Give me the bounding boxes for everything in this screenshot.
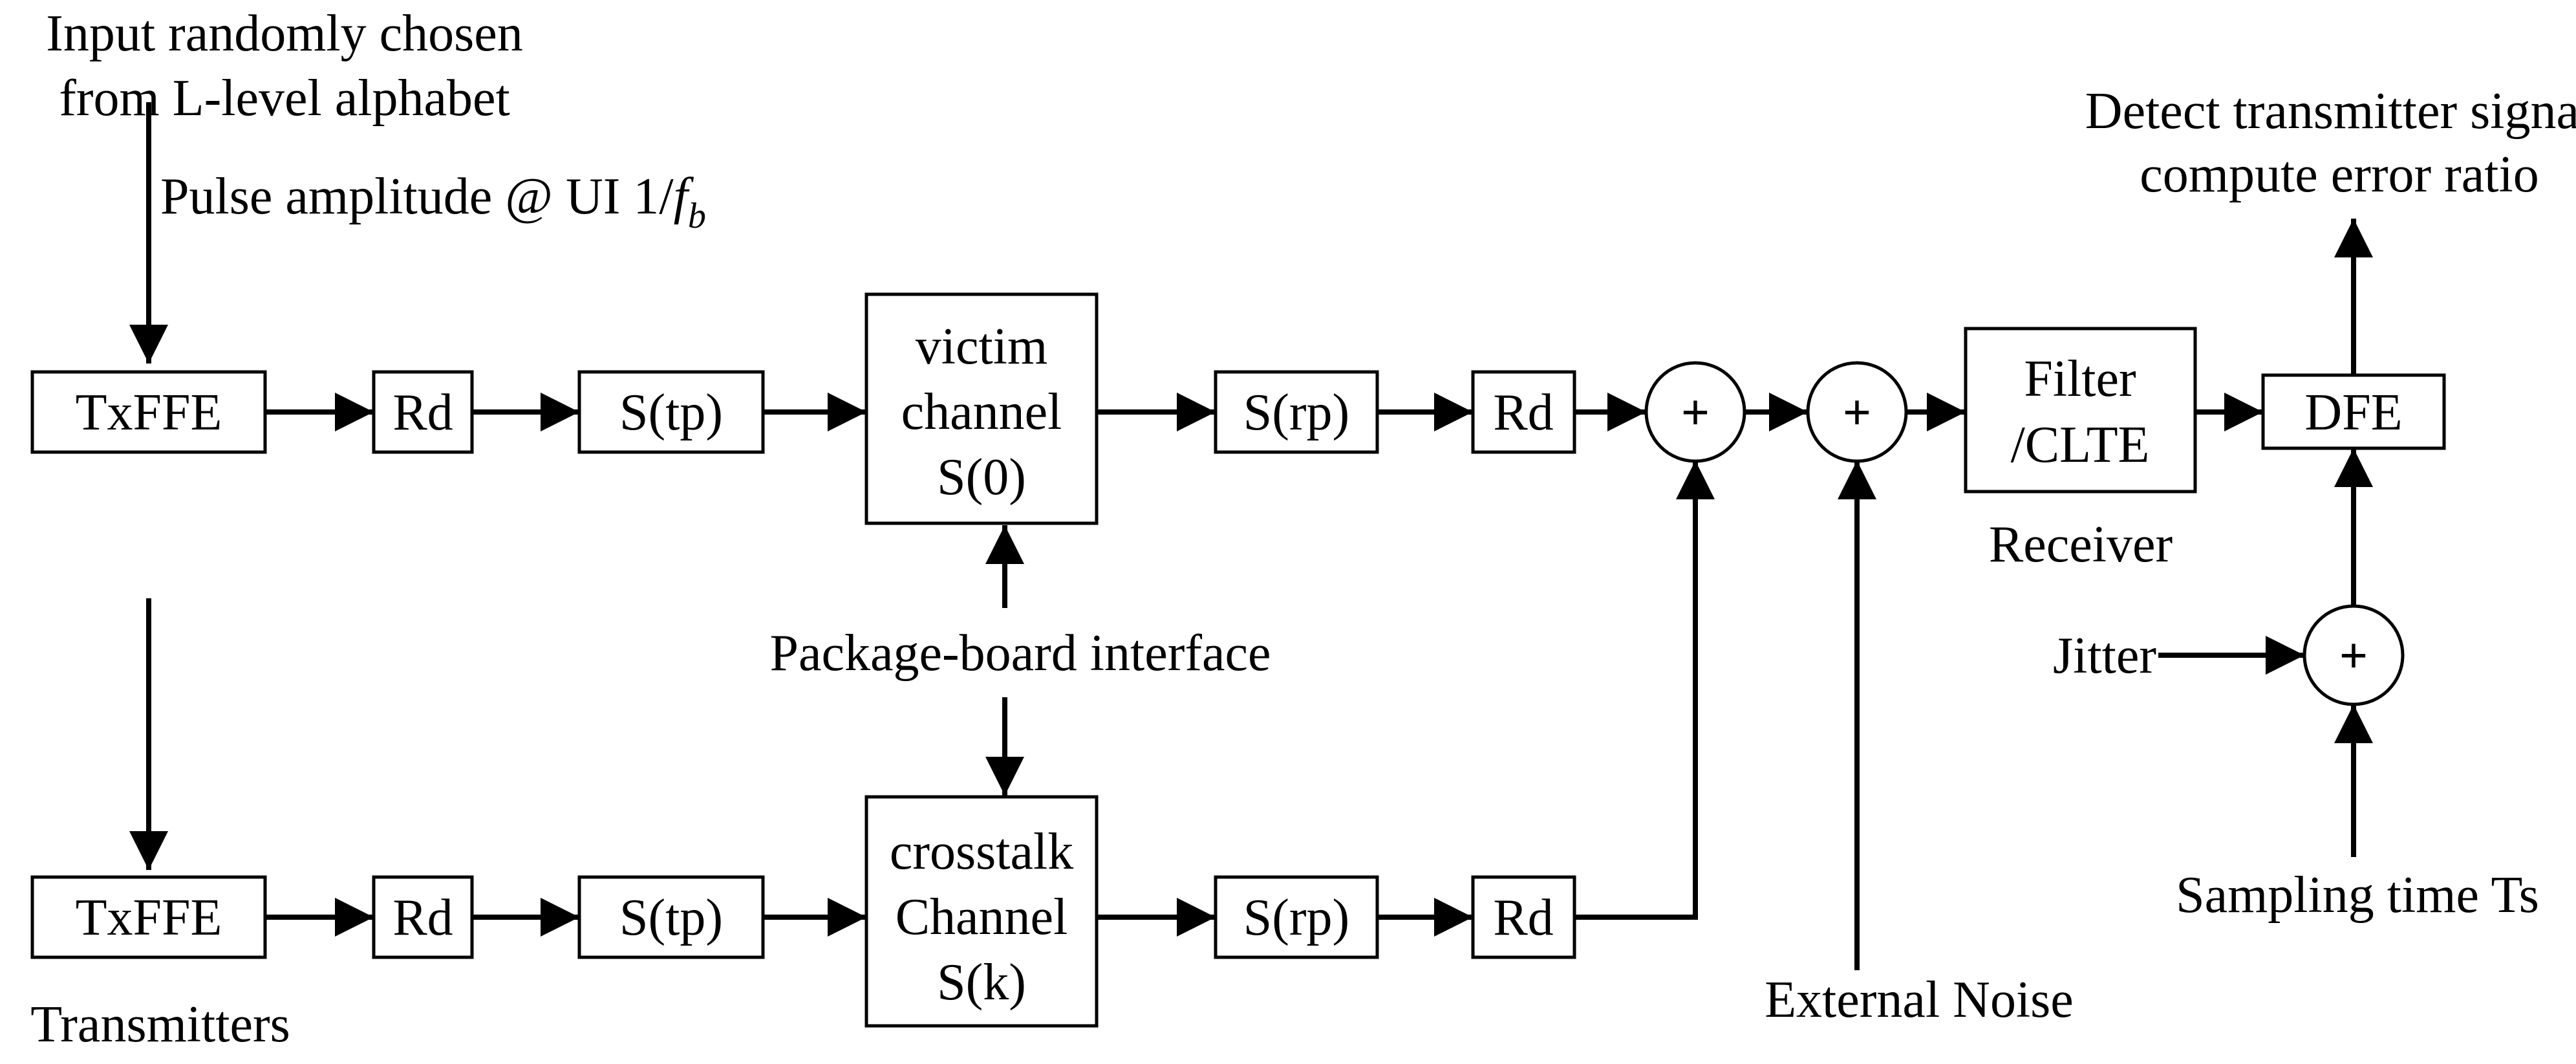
jitter-label: Jitter	[2053, 627, 2156, 684]
rd-bottom-label-2: Rd	[1493, 889, 1553, 946]
filter-clte-line1: Filter	[2024, 351, 2136, 407]
srp-top-block	[1214, 370, 1379, 454]
rd-top-block-2	[1471, 370, 1576, 454]
filter-clte-block	[1964, 327, 2197, 494]
stp-top-block	[577, 370, 765, 454]
victim-channel-line3: S(0)	[937, 449, 1026, 506]
pulse-amplitude-label: Pulse amplitude @ UI 1/fb	[160, 168, 706, 236]
rd-bottom-label-1: Rd	[392, 889, 453, 946]
summer-3	[2302, 604, 2405, 706]
dfe-label: DFE	[2304, 384, 2402, 441]
summer-1	[1644, 361, 1746, 463]
package-board-interface-label: Package-board interface	[769, 625, 1271, 682]
victim-channel-line2: channel	[901, 384, 1062, 440]
wire-crosstalk-to-sum1	[1574, 461, 1715, 920]
external-noise-label: External Noise	[1765, 972, 2074, 1028]
detect-description-line1: Detect transmitter signal	[2085, 83, 2576, 140]
summer-2-sign: +	[1843, 384, 1871, 440]
crosstalk-channel-line1: crosstalk	[890, 823, 1073, 880]
crosstalk-channel-line3: S(k)	[937, 954, 1026, 1011]
detect-description-line2: compute error ratio	[2140, 146, 2539, 203]
input-description-line1: Input randomly chosen	[46, 5, 523, 62]
txffe-top-block	[30, 370, 267, 454]
rd-top-block-1	[372, 370, 474, 454]
rd-top-label-2: Rd	[1493, 384, 1553, 441]
txffe-bottom-label: TxFFE	[76, 889, 222, 946]
crosstalk-channel-line2: Channel	[896, 889, 1068, 946]
victim-channel-line1: victim	[916, 318, 1047, 375]
receiver-label: Receiver	[1989, 516, 2173, 573]
srp-bottom-label: S(rp)	[1243, 889, 1349, 946]
rd-bottom-block-2	[1471, 875, 1576, 959]
filter-clte-line2: /CLTE	[2011, 417, 2150, 473]
transmitters-label: Transmitters	[30, 996, 290, 1053]
dfe-block	[2261, 373, 2446, 450]
stp-bottom-block	[577, 875, 765, 959]
stp-bottom-label: S(tp)	[619, 889, 723, 946]
summer-2	[1806, 361, 1908, 463]
rd-bottom-block-1	[372, 875, 474, 959]
rd-top-label-1: Rd	[392, 384, 453, 441]
victim-channel-block	[864, 292, 1099, 525]
crosstalk-channel-block	[864, 795, 1099, 1028]
stp-top-label: S(tp)	[619, 384, 723, 441]
txffe-top-label: TxFFE	[76, 384, 222, 441]
srp-top-label: S(rp)	[1243, 384, 1349, 441]
sampling-time-label: Sampling time Ts	[2176, 867, 2539, 924]
srp-bottom-block	[1214, 875, 1379, 959]
txffe-bottom-block	[30, 875, 267, 959]
input-description-line2: from L-level alphabet	[59, 70, 510, 127]
signal-wires	[129, 102, 2373, 970]
summer-3-sign: +	[2339, 627, 2368, 684]
summer-1-sign: +	[1681, 384, 1710, 440]
